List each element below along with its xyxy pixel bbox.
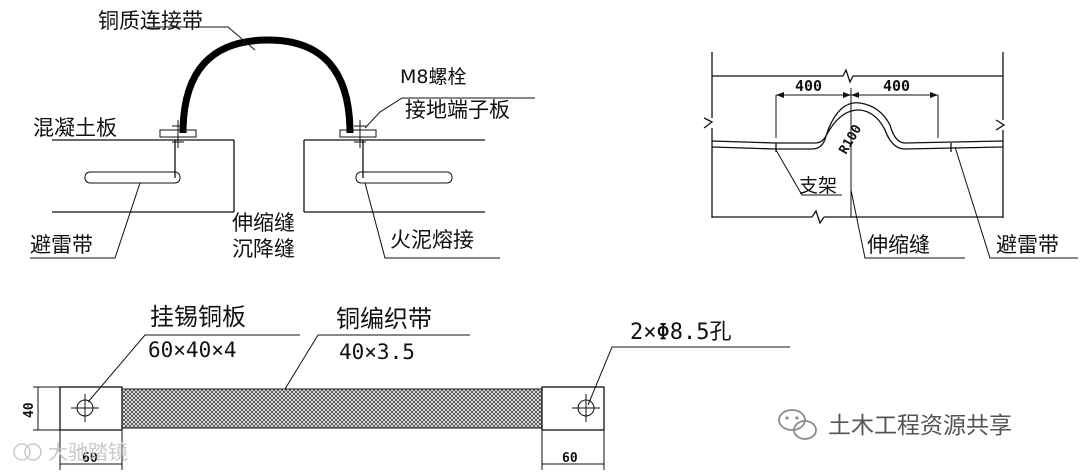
concrete-slab-label: 混凝土板 — [33, 116, 117, 140]
terminal-plate-leader — [364, 97, 535, 129]
right-expansion-joint-label: 伸缩缝 — [867, 233, 930, 257]
right-hole-icon — [572, 394, 600, 422]
support-leader — [775, 149, 842, 196]
copper-braid — [121, 388, 543, 429]
wechat-icon — [778, 409, 817, 440]
braid-dims-label: 40×3.5 — [339, 340, 415, 364]
plate-leader — [87, 334, 300, 403]
left-border-break — [703, 117, 714, 129]
weld-leader — [364, 182, 500, 259]
watermark-left: 大驰踏镜 — [13, 440, 128, 464]
right-terminal-plate — [339, 129, 377, 138]
dim-arrow-1 — [776, 92, 784, 98]
left-lightning-belt — [84, 171, 181, 184]
dim-arrow-4 — [930, 92, 938, 98]
settlement-joint-label: 沉降缝 — [232, 237, 295, 261]
right-lightning-belt-label: 避雷带 — [996, 233, 1059, 257]
right-joint-leader — [850, 189, 965, 259]
braid-leader — [284, 334, 470, 390]
copper-strap-arch — [179, 36, 354, 134]
braid-label: 铜编织带 — [336, 305, 432, 333]
dim-left-label: 400 — [795, 77, 822, 95]
bolt-label: M8螺栓 — [400, 66, 466, 88]
left-expansion-joint-detail: 铜质连接带 M8螺栓 接地端子板 混凝土板 避雷带 伸缩缝 沉降缝 火泥熔接 — [30, 9, 535, 261]
left-width-label: 60 — [82, 451, 98, 466]
dim-arrow-2 — [843, 92, 851, 98]
right-belt-leader — [954, 146, 1078, 259]
watermark-left-icon — [13, 443, 31, 461]
right-tinned-copper-plate — [541, 386, 605, 431]
watermark-left-text: 大驰踏镜 — [48, 440, 128, 464]
plate-dims-label: 60×40×4 — [148, 338, 237, 362]
plate-label: 挂锡铜板 — [150, 303, 246, 331]
watermark-right: 土木工程资源共享 — [778, 409, 1012, 440]
copper-strap-label: 铜质连接带 — [98, 9, 203, 33]
hole-leader — [587, 346, 790, 406]
hole-label: 2×Φ8.5孔 — [630, 320, 731, 345]
left-bolt — [172, 120, 184, 148]
height-dim-label: 40 — [22, 402, 37, 418]
watermark-right-text: 土木工程资源共享 — [828, 413, 1012, 439]
copper-strap-leader — [148, 26, 256, 51]
right-bolt — [354, 120, 366, 148]
terminal-plate-label: 接地端子板 — [405, 98, 510, 122]
radius-label: R100 — [836, 122, 865, 157]
weld-label: 火泥熔接 — [390, 228, 474, 252]
lightning-belt-lower — [711, 109, 1004, 150]
right-lightning-belt — [355, 171, 453, 184]
lightning-belt-upper — [711, 102, 1004, 144]
top-slab-break — [842, 68, 854, 84]
left-hole-icon — [71, 394, 99, 422]
dim-right-label: 400 — [883, 77, 910, 95]
right-expansion-joint-detail: 400 400 R100 支架 伸缩缝 避雷带 — [703, 52, 1078, 259]
expansion-joint-label: 伸缩缝 — [232, 211, 295, 235]
bottom-slab-break — [811, 209, 825, 225]
right-border-break — [995, 119, 1006, 131]
support-label: 支架 — [799, 175, 837, 197]
lightning-belt-label: 避雷带 — [30, 233, 93, 257]
lightning-belt-leader — [30, 182, 141, 259]
dim-arrow-3 — [851, 92, 859, 98]
right-width-label: 60 — [562, 451, 578, 466]
copper-braid-strap-detail: 40 60 60 挂锡铜板 60×40×4 铜编织带 40×3.5 2×Φ8.5… — [22, 303, 790, 470]
